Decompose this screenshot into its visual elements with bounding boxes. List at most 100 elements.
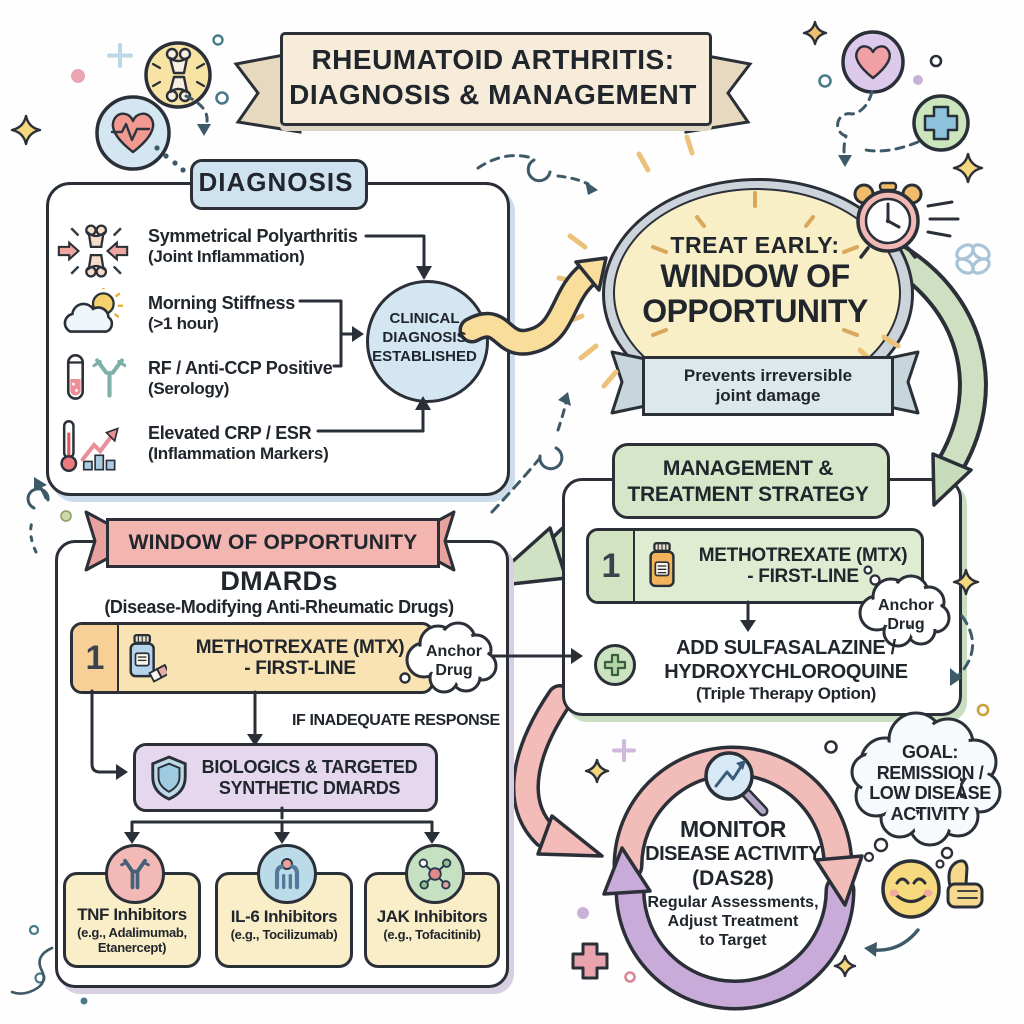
- mtx-subtitle: - FIRST-LINE: [244, 658, 356, 679]
- monitoring-line1: MONITOR: [679, 816, 787, 842]
- conclusion-line2: DIAGNOSIS: [382, 328, 467, 346]
- goal-label: GOAL: REMISSION / LOW DISEASE ACTIVITY: [856, 742, 1004, 825]
- goal-cloud: [850, 711, 1002, 869]
- step-number: 1: [589, 531, 635, 601]
- add-step-label: ADD SULFASALAZINE / HYDROXYCHLOROQUINE (…: [636, 637, 936, 704]
- anchor-line1: Anchor: [426, 643, 482, 660]
- monitoring-sub2: Adjust Treatment: [667, 913, 799, 931]
- dmards-mtx-row: 1 METHOTREXATE (MTX) - FIRST-LINE: [70, 622, 434, 694]
- speed-lines-icon: [926, 200, 960, 238]
- diagnosis-item-1: Symmetrical Polyarthritis (Joint Inflamm…: [148, 226, 380, 267]
- add-line3: (Triple Therapy Option): [695, 684, 877, 704]
- connector-arrowheads: [116, 266, 756, 844]
- plus-circle-icon: [594, 644, 636, 686]
- diagnosis-tab-label: DIAGNOSIS: [198, 167, 354, 197]
- il6-example-1: (e.g., Tocilizumab): [230, 927, 338, 942]
- diagnosis-item-3: RF / Anti-CCP Positive (Serology): [148, 358, 380, 399]
- item-subtitle: (Inflammation Markers): [148, 444, 329, 464]
- goal-line1: GOAL:: [902, 742, 958, 762]
- item-subtitle: (Serology): [148, 379, 230, 399]
- prevents-banner: Prevents irreversible joint damage: [642, 356, 894, 416]
- escalation-label: IF INADEQUATE RESPONSE: [292, 712, 500, 729]
- anchor-drug-cloud-right: [858, 565, 951, 648]
- title-banner: [280, 32, 712, 126]
- prevents-line2: joint damage: [715, 386, 821, 405]
- medical-plus-icon: [912, 94, 970, 152]
- cycle-purple-arc: [618, 878, 852, 1007]
- goal-line4: ACTIVITY: [890, 804, 970, 825]
- smiley-icon: [881, 859, 941, 919]
- page-title-line1: RHEUMATOID ARTHRITIS:: [311, 44, 675, 75]
- anchor-drug-label-right: Anchor Drug: [862, 596, 950, 634]
- prevents-line1: Prevents irreversible: [683, 365, 853, 385]
- il6-receptor-icon: [257, 844, 317, 904]
- test-tube-antibody-icon: [66, 353, 126, 400]
- management-header-line2: TREATMENT STRATEGY: [627, 483, 869, 507]
- monitoring-line2: DISEASE ACTIVITY: [645, 843, 821, 866]
- il6-card: IL-6 Inhibitors (e.g., Tocilizumab): [215, 872, 353, 968]
- mtx-title: METHOTREXATE (MTX): [698, 544, 908, 566]
- joint-icon: [144, 41, 212, 109]
- alarm-clock-icon: [853, 181, 960, 259]
- il6-title: IL-6 Inhibitors: [230, 907, 338, 926]
- tnf-example-1: (e.g., Adalimumab,: [77, 925, 187, 940]
- conclusion-line3: ESTABLISHED: [372, 347, 477, 365]
- goal-line2: REMISSION /: [876, 762, 984, 783]
- biologics-title-line2: SYNTHETIC DMARDS: [218, 777, 401, 798]
- treat-early-line2: OPPORTUNITY: [642, 292, 868, 329]
- monitoring-sub3: to Target: [699, 932, 767, 950]
- window-ribbon-label: WINDOW OF OPPORTUNITY: [128, 531, 418, 554]
- dmards-heading: DMARDs: [220, 566, 338, 596]
- page-title: RHEUMATOID ARTHRITIS: DIAGNOSIS & MANAGE…: [280, 42, 706, 112]
- mtx-subtitle: - FIRST-LINE: [747, 566, 859, 587]
- tnf-card: TNF Inhibitors (e.g., Adalimumab, Etaner…: [63, 872, 201, 968]
- cycle-pink-arrowhead-icon: [814, 854, 864, 907]
- treat-early-label: TREAT EARLY: WINDOW OF OPPORTUNITY: [620, 232, 890, 328]
- management-header-line1: MANAGEMENT &: [662, 457, 834, 480]
- monitoring-sub1: Regular Assessments,: [647, 894, 819, 912]
- green-curve-arrowhead-icon: [931, 452, 973, 507]
- monitoring-label: MONITOR DISEASE ACTIVITY (DAS28) Regular…: [628, 816, 838, 951]
- item-title: Morning Stiffness: [148, 293, 295, 313]
- jak-example-1: (e.g., Tofacitinib): [383, 927, 481, 942]
- window-ribbon: WINDOW OF OPPORTUNITY: [106, 518, 440, 568]
- tnf-example-2: Etanercept): [97, 940, 167, 956]
- anchor-line2: Drug: [887, 616, 925, 634]
- pill-bottle-capsule-icon: [129, 633, 167, 683]
- item-subtitle: (Joint Inflammation): [148, 247, 305, 267]
- mtx-title: METHOTREXATE (MTX): [195, 636, 405, 658]
- item-title: RF / Anti-CCP Positive: [148, 358, 333, 378]
- add-line1: ADD SULFASALAZINE /: [676, 637, 896, 659]
- anchor-line2: Drug: [435, 662, 473, 680]
- treat-early-line1: WINDOW OF: [660, 258, 850, 295]
- thumbs-up-icon: [946, 859, 984, 909]
- page-title-line2: DIAGNOSIS & MANAGEMENT: [289, 79, 697, 110]
- step-number: 1: [73, 625, 119, 691]
- anchor-line1: Anchor: [878, 597, 934, 614]
- jak-molecule-icon: [405, 844, 465, 904]
- clinical-diagnosis-label: CLINICAL DIAGNOSIS ESTABLISHED: [372, 310, 477, 366]
- cycle-purple-arrowhead-icon: [602, 846, 652, 896]
- morning-sun-cloud-icon: [63, 288, 123, 333]
- clock-ticks-icon: [651, 191, 859, 337]
- pink-arrowhead-icon: [536, 814, 604, 858]
- item-title: Elevated CRP / ESR: [148, 423, 312, 443]
- conclusion-line1: CLINICAL: [389, 310, 460, 327]
- heart-pulse-icon: [95, 95, 171, 171]
- pink-arrow-body: [515, 687, 571, 846]
- item-subtitle: (>1 hour): [148, 314, 219, 334]
- management-header-label: MANAGEMENT & TREATMENT STRATEGY: [612, 456, 884, 509]
- plus-sparkles: [107, 43, 636, 762]
- treat-early-intro: TREAT EARLY:: [670, 232, 840, 258]
- monitoring-line3: (DAS28): [692, 866, 774, 890]
- sparkle-stars: [10, 20, 984, 978]
- clover-icon: [955, 243, 991, 275]
- tnf-title: TNF Inhibitors: [77, 905, 187, 924]
- diagnosis-item-4: Elevated CRP / ESR (Inflammation Markers…: [148, 423, 388, 464]
- yellow-arrowhead-icon: [574, 256, 608, 292]
- connector-lines: [90, 234, 750, 836]
- add-line2: HYDROXYCHLOROQUINE: [664, 660, 908, 683]
- diagnosis-item-2: Morning Stiffness (>1 hour): [148, 293, 380, 334]
